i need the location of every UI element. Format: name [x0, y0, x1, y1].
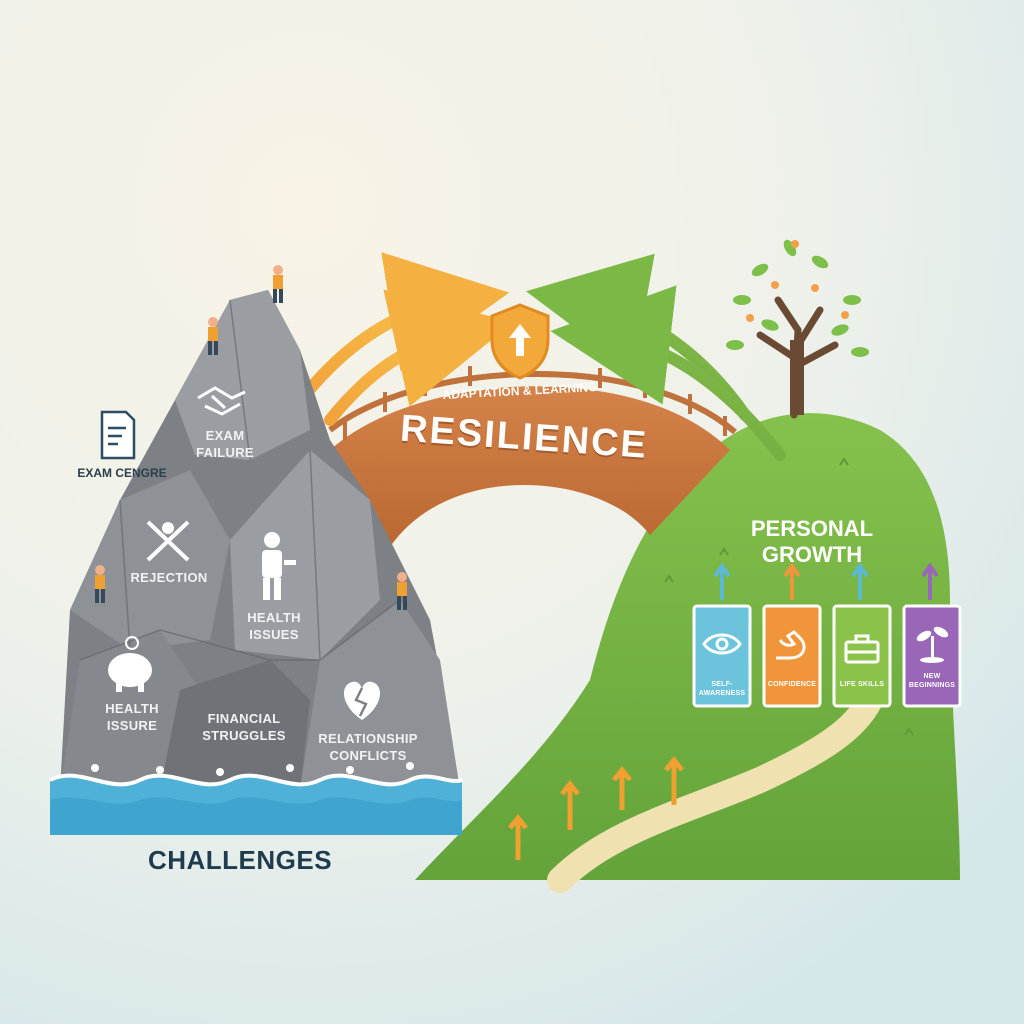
challenge-label-health-issure: HEALTH ISSURE — [105, 701, 159, 733]
flexed-arm-icon — [776, 630, 806, 660]
broken-heart-icon — [343, 681, 381, 720]
piggy-bank-icon — [108, 636, 152, 692]
challenge-label-relationship-conflicts: RELATIONSHIP CONFLICTS — [318, 731, 418, 763]
growth-card-life-skills — [832, 604, 892, 708]
card-label-new-beginnings: NEW BEGINNINGS — [908, 673, 956, 689]
growth-hill — [415, 413, 960, 893]
challenge-label-health-issues: HEALTH ISSUES — [247, 610, 301, 642]
climber-figures — [95, 265, 407, 610]
card-arrows — [713, 562, 939, 600]
person-icon — [262, 532, 296, 600]
document-icon — [100, 410, 136, 460]
card-label-life-skills: LIFE SKILLS — [839, 681, 885, 688]
upward-arrows — [299, 252, 786, 461]
water-waves — [49, 762, 463, 835]
growth-card-new-beginnings — [902, 604, 962, 708]
challenges-title: CHALLENGES — [147, 845, 333, 875]
shield-icon — [490, 303, 550, 380]
sprout-icon — [916, 626, 949, 663]
card-label-self-awareness: SELF-AWARENESS — [698, 681, 746, 697]
growth-card-confidence — [762, 604, 822, 708]
card-label-confidence: CONFIDENCE — [767, 681, 817, 688]
crossed-figure-icon — [146, 520, 190, 562]
path-growth-arrows — [508, 755, 684, 860]
challenge-label-financial-struggles: FINANCIAL STRUGGLES — [202, 711, 286, 743]
challenge-label-exam-failure: EXAM FAILURE — [196, 428, 254, 460]
personal-growth-title: PERSONAL GROWTH — [750, 516, 874, 567]
challenges-mountain — [60, 290, 460, 790]
eye-icon — [702, 633, 742, 655]
handshake-icon — [197, 386, 246, 416]
growth-card-self-awareness — [692, 604, 752, 708]
briefcase-icon — [844, 634, 880, 664]
tree-icon — [726, 239, 869, 419]
challenge-label-rejection: REJECTION — [130, 570, 208, 585]
exam-centre-label: EXAM CENGRE — [77, 466, 167, 480]
